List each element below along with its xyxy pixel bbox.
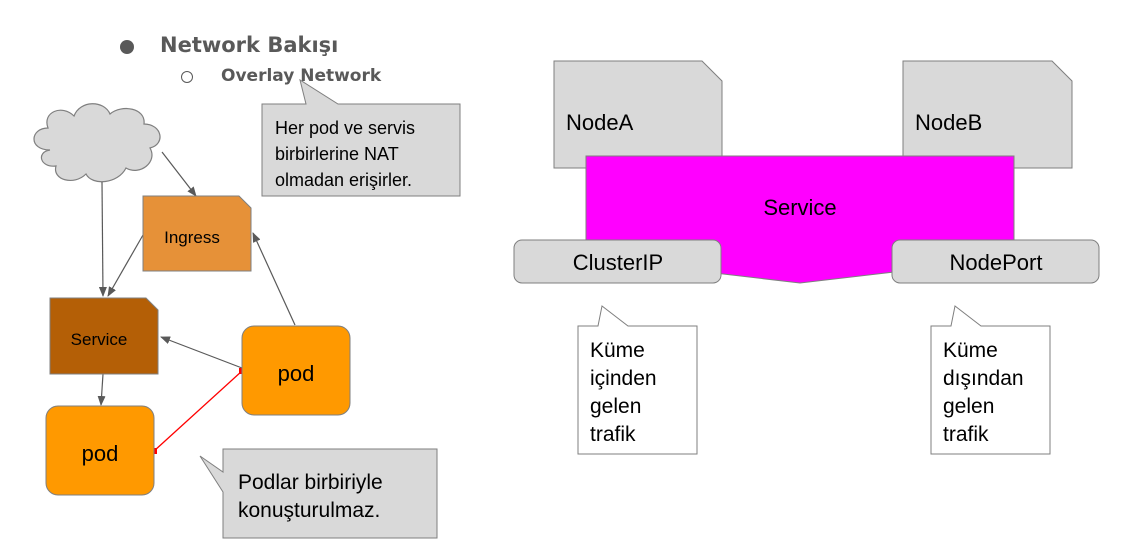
callout-pods-line1: Podlar birbiriyle: [238, 471, 383, 494]
nodeport-label: NodePort: [950, 250, 1043, 275]
service-label: Service: [71, 330, 128, 349]
heading-overlay-network: Overlay Network: [221, 66, 382, 86]
pod-box-right: pod: [241, 325, 351, 416]
callout-nat: Her pod ve servis birbirlerine NAT olmad…: [261, 78, 461, 197]
node-b-label: NodeB: [915, 110, 982, 135]
arrow-service-to-pod: [97, 373, 106, 406]
pod-box-left: pod: [45, 405, 155, 496]
callout-internal-line2: içinden: [590, 367, 657, 390]
arrow-cloud-to-service: [98, 181, 107, 297]
callout-external-line3: gelen: [943, 395, 994, 418]
heading-network-overview: Network Bakışı: [160, 33, 339, 57]
callout-pods-line2: konuşturulmaz.: [238, 499, 380, 522]
arrow-pod-to-service: [160, 336, 243, 369]
callout-external-line4: trafik: [943, 423, 989, 446]
clusterip-box: ClusterIP: [513, 239, 722, 284]
pod-right-label: pod: [278, 361, 315, 386]
callout-internal-line3: gelen: [590, 395, 641, 418]
node-a-box: NodeA: [553, 60, 723, 169]
node-b-box: NodeB: [902, 60, 1073, 169]
callout-nat-line1: Her pod ve servis: [275, 118, 415, 138]
bullet-level2: [181, 71, 193, 83]
callout-pods-isolated: Podlar birbiriyle konuşturulmaz.: [199, 448, 438, 539]
arrow-pod-to-ingress: [252, 232, 296, 326]
callout-external-traffic: Küme dışından gelen trafik: [930, 305, 1051, 455]
callout-internal-line4: trafik: [590, 423, 636, 446]
callout-internal-traffic: Küme içinden gelen trafik: [577, 305, 698, 455]
clusterip-label: ClusterIP: [573, 250, 663, 275]
ingress-label: Ingress: [164, 228, 220, 247]
node-a-label: NodeA: [566, 110, 634, 135]
connector-lines: [97, 151, 296, 406]
callout-nat-line2: birbirlerine NAT: [275, 144, 399, 164]
pod-left-label: pod: [82, 441, 119, 466]
cloud-icon: [33, 103, 161, 183]
callout-nat-line3: olmadan erişirler.: [275, 170, 412, 190]
pod-blocked-link: [151, 368, 245, 454]
callout-external-line1: Küme: [943, 339, 998, 362]
callout-internal-line1: Küme: [590, 339, 645, 362]
service-box: Service: [49, 297, 159, 375]
nodeport-box: NodePort: [891, 239, 1100, 284]
bullet-level1: [120, 40, 134, 54]
service-magenta-label: Service: [763, 195, 836, 220]
arrow-cloud-to-ingress: [161, 151, 197, 197]
callout-external-line2: dışından: [943, 367, 1024, 390]
ingress-box: Ingress: [142, 195, 252, 272]
arrow-ingress-to-service: [107, 234, 144, 297]
